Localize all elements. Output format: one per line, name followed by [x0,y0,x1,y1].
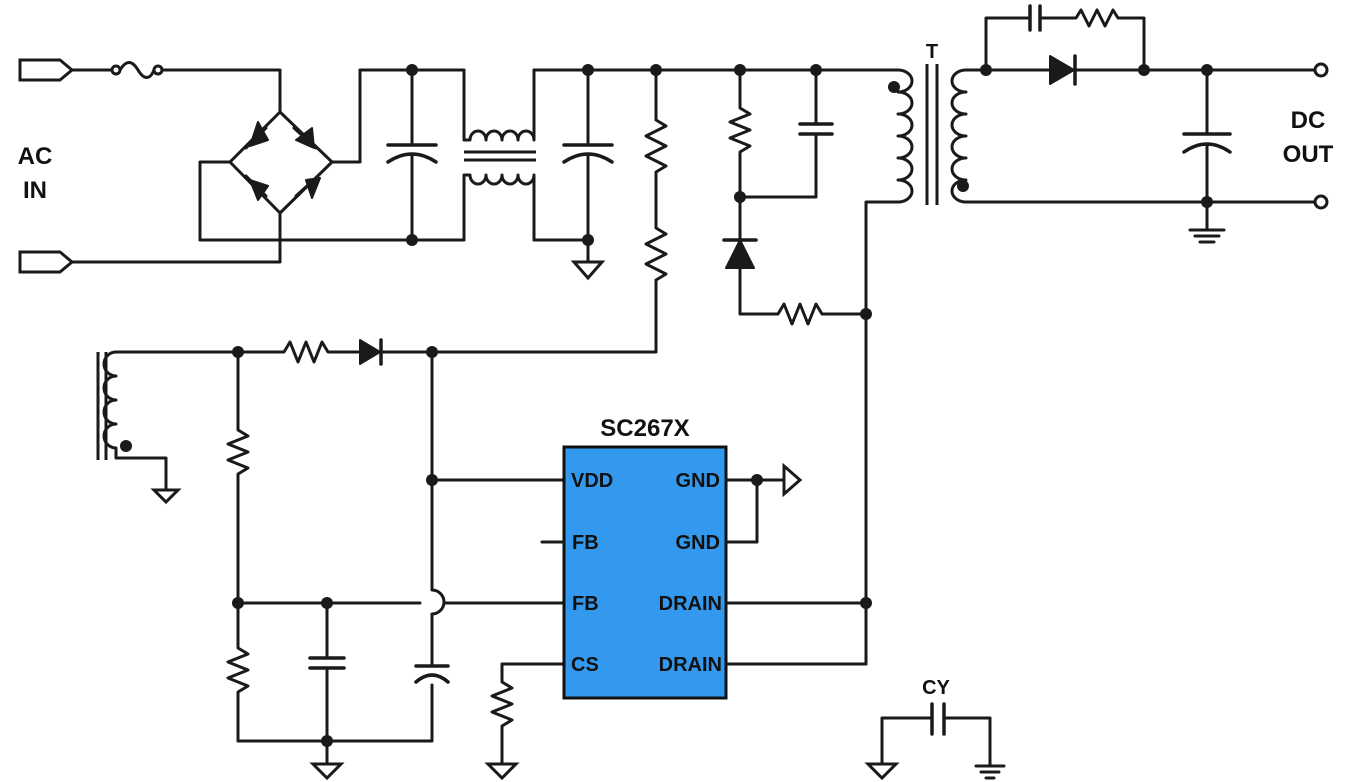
transformer-core [925,64,939,205]
feedback-divider [226,350,568,743]
ic-name-label: SC267X [600,415,689,442]
ic-pin-cs: CS [571,654,599,676]
ic-drain-connections [724,601,868,666]
ac-in-label-line2: IN [23,177,47,204]
ic-pin-drain-2: DRAIN [659,654,722,676]
output-rc-snubber [984,4,1146,72]
startup-resistor-chain [430,64,668,354]
auxiliary-winding [96,350,240,505]
y-capacitor-label: CY [922,677,950,699]
feedback-filter-capacitor [308,597,346,781]
dc-output-terminals [1313,62,1329,210]
transformer-primary [860,68,914,666]
current-sense-resistor [484,662,568,781]
vdd-capacitor [414,664,450,684]
ic-pin-fb-2: FB [572,593,599,615]
dc-out-label-line2: OUT [1283,141,1334,168]
transformer-label: T [926,41,938,63]
common-mode-choke [462,68,536,242]
ic-sc267x: SC267X VDD FB FB CS GND GND DRAIN DRAIN [540,415,728,700]
ic-ground-connection [724,462,803,544]
ac-in-label-line1: AC [18,143,53,170]
ic-pin-gnd-1: GND [676,470,720,492]
output-rectifier [980,54,1322,86]
ac-line-neutral-wire [70,211,282,264]
ic-pin-fb-1: FB [572,532,599,554]
dc-out-label-line1: DC [1291,107,1326,134]
vdd-supply-path [232,338,568,667]
ac-input-terminals [18,58,75,274]
transformer-secondary [950,68,1322,204]
y-capacitor [864,702,1006,781]
ic-pin-vdd: VDD [571,470,613,492]
bridge-rectifier [198,68,362,242]
bulk-capacitor-2 [562,68,614,281]
output-capacitor [1182,64,1232,244]
ic-pin-drain-1: DRAIN [659,593,722,615]
ic-pin-gnd-2: GND [676,532,720,554]
fuse [70,61,282,114]
rcd-snubber [722,64,868,326]
bulk-capacitor-1 [386,68,438,242]
